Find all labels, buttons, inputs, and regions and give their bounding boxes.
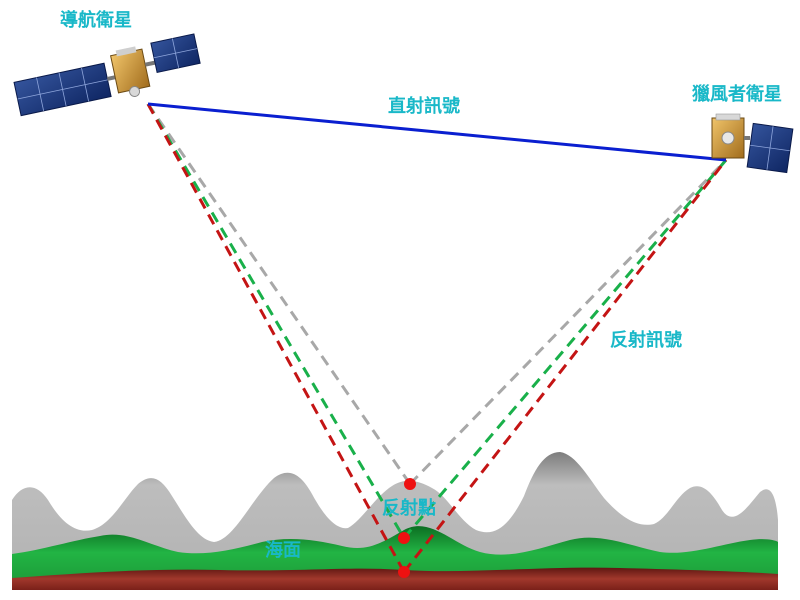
incident-path-gray <box>146 103 412 485</box>
reflected-path-gray <box>408 158 728 486</box>
reflection-point-mountain <box>404 478 416 490</box>
direct-signal-label: 直射訊號 <box>388 96 460 117</box>
navigation-satellite-icon <box>13 33 201 117</box>
reflected-signal-label: 反射訊號 <box>610 330 682 351</box>
reflection-point-label: 反射點 <box>382 498 436 519</box>
navigation-satellite-label: 導航衛星 <box>60 10 132 31</box>
sea-surface-label: 海面 <box>265 540 301 561</box>
hunter-satellite-label: 獵風者衛星 <box>692 84 782 105</box>
incident-path-green <box>146 103 406 539</box>
direct-signal-line <box>147 102 727 162</box>
reflection-point-seabed <box>398 566 410 578</box>
reflection-point-sea <box>398 532 410 544</box>
hunter-satellite-icon <box>711 113 794 174</box>
seabed-layer <box>12 567 778 590</box>
reflected-path-red <box>402 159 728 573</box>
reflected-path-green <box>402 159 728 539</box>
